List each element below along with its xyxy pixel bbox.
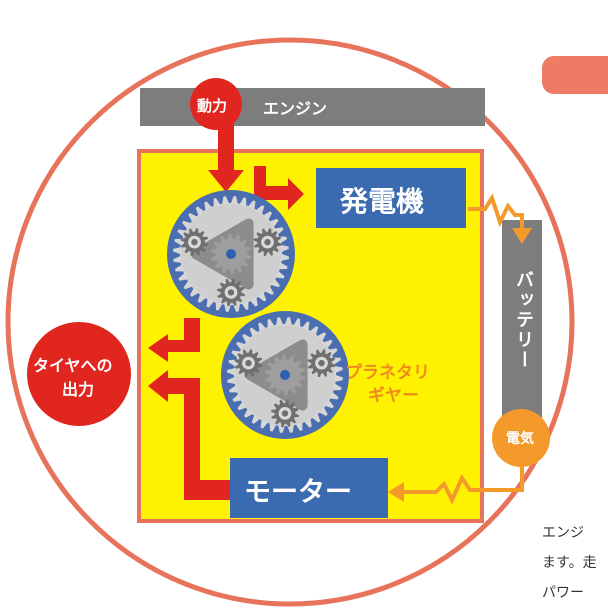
- engine-label: エンジン: [263, 99, 328, 118]
- accent-tab: [542, 56, 608, 94]
- power-circle: [190, 78, 242, 130]
- caption-line-1: エンジ: [542, 525, 584, 541]
- electricity-circle: [492, 409, 550, 467]
- motor-label: モーター: [244, 477, 352, 508]
- motor-box: [230, 458, 388, 518]
- electricity-label: 電気: [506, 431, 534, 447]
- gear-icon: [221, 311, 349, 439]
- outer-ring: [5, 37, 575, 607]
- planetary-gear-label-line2: ギヤー: [368, 386, 419, 406]
- battery-bar: [502, 220, 542, 445]
- power-label: 動力: [197, 97, 228, 115]
- planetary-gear-label-line1: プラネタリ: [345, 363, 430, 383]
- generator-box: [316, 168, 466, 228]
- electric-line-generator: [468, 193, 532, 244]
- gear-icon: [167, 190, 295, 318]
- battery-label: バッテリー: [513, 270, 534, 370]
- caption-line-2: ます。走: [542, 555, 597, 571]
- tire-output-circle: [27, 322, 131, 426]
- tire-output-arrows: [148, 318, 232, 500]
- electric-line-motor: [388, 445, 524, 505]
- tire-output-label-line1: タイヤへの: [33, 356, 113, 375]
- tire-output-label-line2: 出力: [62, 380, 95, 399]
- caption-line-3: パワー: [542, 585, 584, 601]
- generator-label: 発電機: [340, 185, 425, 218]
- generator-arrow: [254, 166, 304, 210]
- power-arrow: [208, 120, 244, 192]
